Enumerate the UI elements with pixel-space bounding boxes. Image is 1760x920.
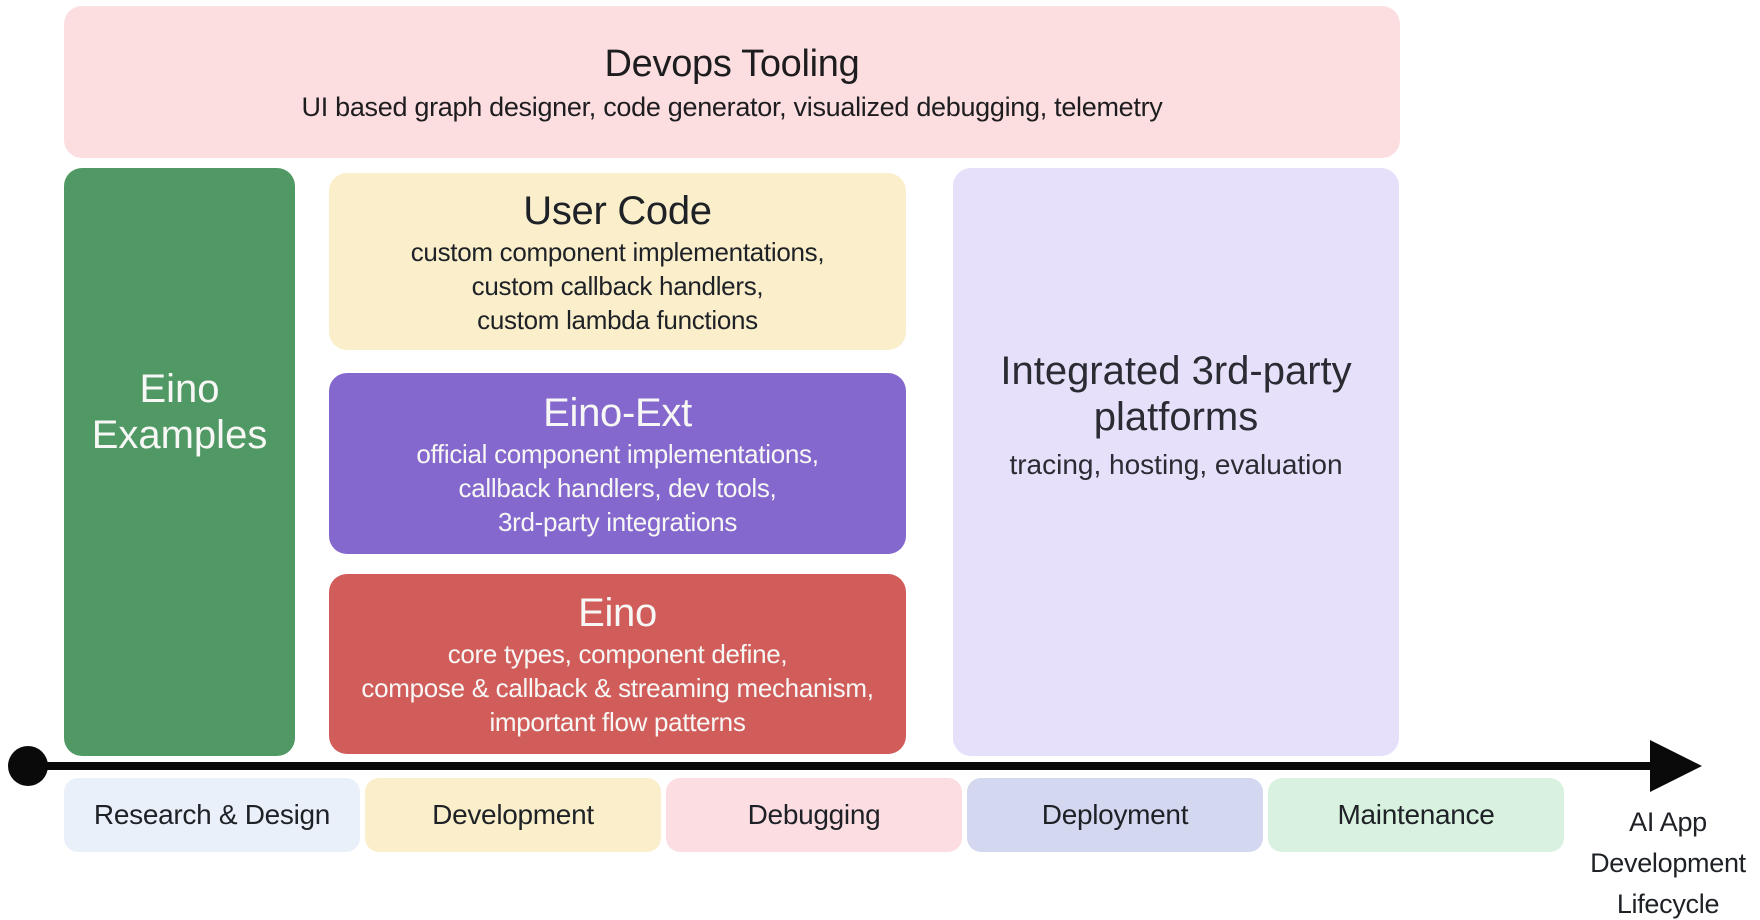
devops-tooling-box: Devops Tooling UI based graph designer, …: [64, 6, 1400, 158]
eino-core-line: compose & callback & streaming mechanism…: [361, 673, 874, 703]
lifecycle-axis-caption: AI App Development Lifecycle: [1568, 802, 1760, 920]
stage-development: Development: [365, 778, 661, 852]
eino-ext-box: Eino-Ext official component implementati…: [329, 373, 906, 554]
stage-research-design: Research & Design: [64, 778, 360, 852]
stage-maintenance: Maintenance: [1268, 778, 1564, 852]
devops-tooling-subtitle: UI based graph designer, code generator,…: [301, 92, 1163, 122]
eino-core-line: important flow patterns: [489, 707, 746, 737]
eino-examples-box: Eino Examples: [64, 168, 295, 756]
stage-deployment: Deployment: [967, 778, 1263, 852]
stage-debugging: Debugging: [666, 778, 962, 852]
eino-ext-line: callback handlers, dev tools,: [458, 472, 777, 503]
integrated-platforms-subtitle: tracing, hosting, evaluation: [1009, 449, 1343, 480]
devops-tooling-title: Devops Tooling: [604, 43, 860, 85]
integrated-platforms-title: Integrated 3rd-party platforms: [1000, 349, 1352, 439]
eino-core-title: Eino: [578, 591, 657, 635]
user-code-line: custom callback handlers,: [471, 270, 764, 301]
timeline-start-dot-icon: [8, 746, 48, 786]
lifecycle-axis-caption-line: AI App: [1629, 807, 1707, 837]
timeline-arrow-line: [28, 762, 1655, 770]
user-code-box: User Code custom component implementatio…: [329, 173, 906, 350]
eino-core-line: core types, component define,: [447, 639, 788, 669]
eino-examples-title: Eino Examples: [91, 367, 268, 457]
lifecycle-axis-caption-line: Lifecycle: [1616, 889, 1720, 919]
integrated-platforms-content: Integrated 3rd-party platforms tracing, …: [966, 348, 1386, 484]
eino-ext-line: 3rd-party integrations: [497, 506, 738, 537]
user-code-line: custom lambda functions: [477, 304, 758, 335]
eino-ext-title: Eino-Ext: [543, 390, 692, 435]
user-code-title: User Code: [523, 188, 712, 233]
timeline-arrowhead-icon: [1650, 740, 1702, 792]
user-code-line: custom component implementations,: [410, 236, 825, 267]
eino-core-box: Eino core types, component define, compo…: [329, 574, 906, 754]
integrated-platforms-box: Integrated 3rd-party platforms tracing, …: [953, 168, 1399, 756]
eino-ext-line: official component implementations,: [416, 438, 819, 469]
lifecycle-axis-caption-line: Development: [1590, 848, 1746, 878]
